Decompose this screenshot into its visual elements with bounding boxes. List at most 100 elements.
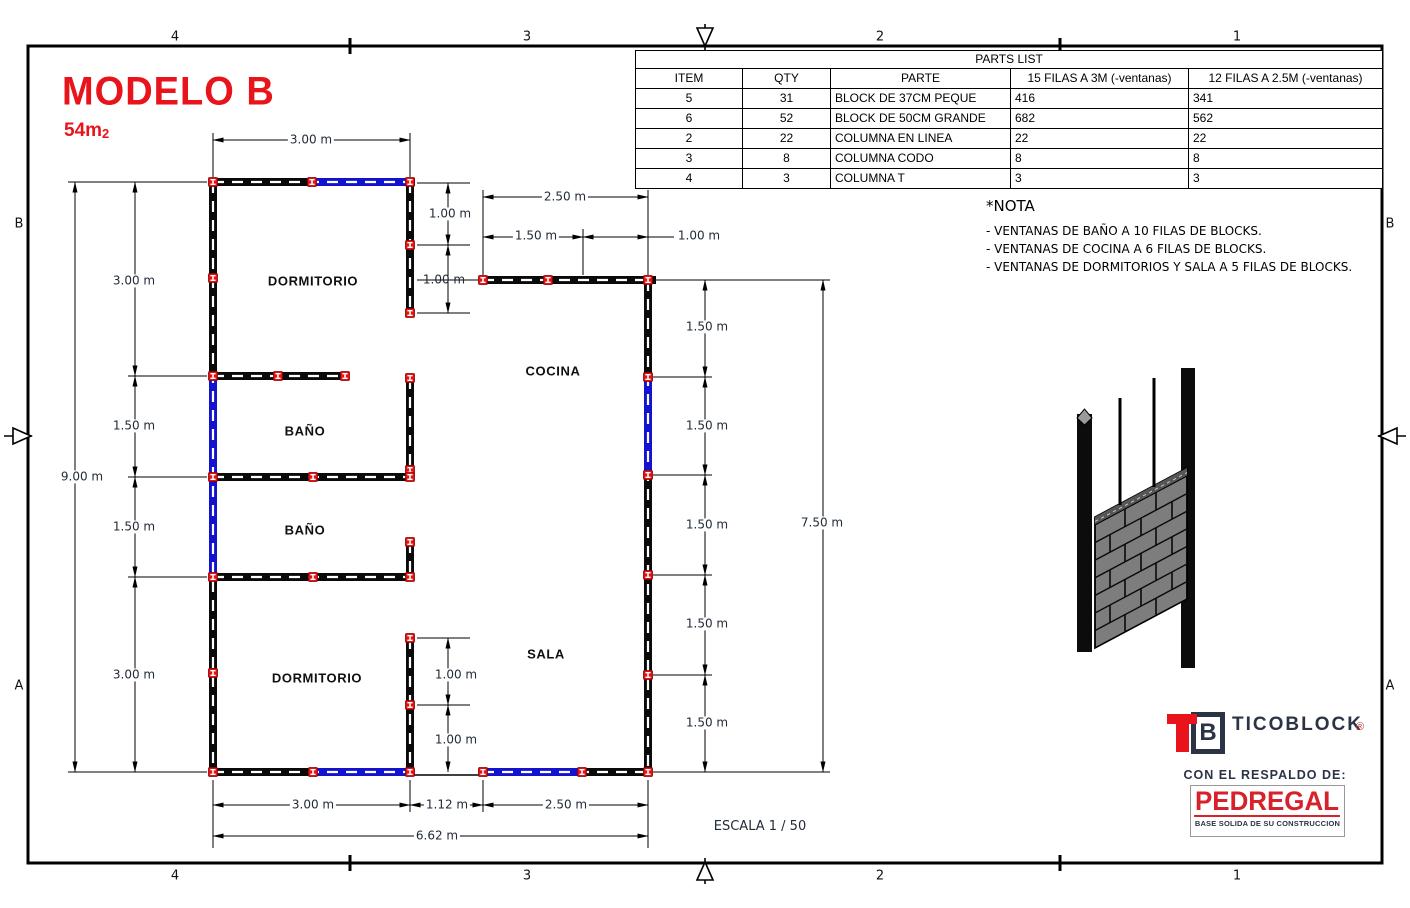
row-letter-right-b: B <box>1385 216 1395 232</box>
parts-list-title: PARTS LIST <box>635 50 1383 69</box>
registered-mark: ® <box>1356 721 1365 733</box>
parts-list-header-row: ITEM QTY PARTE 15 FILAS A 3M (-ventanas)… <box>635 68 1383 89</box>
cell-parte: COLUMNA CODO <box>830 148 1011 169</box>
row-letter-right-a: A <box>1385 678 1395 694</box>
cell-parte: BLOCK DE 37CM PEQUE <box>830 88 1011 109</box>
cell-item: 5 <box>635 88 743 109</box>
extension-lines <box>68 133 830 848</box>
dim-left-total: 9.00 m <box>58 469 106 484</box>
ticoblock-logo-t-bar <box>1167 714 1197 724</box>
scale-label: ESCALA 1 / 50 <box>713 818 807 834</box>
center-arrow-top <box>695 24 715 50</box>
dim-right-seg4: 1.50 m <box>683 616 731 631</box>
ticoblock-wordmark: TICOBLOCK <box>1232 714 1363 735</box>
table-row: 2 22 COLUMNA EN LINEA 22 22 <box>635 128 1383 149</box>
zone-number-bottom-4: 4 <box>170 868 180 884</box>
cell-parte: COLUMNA T <box>830 168 1011 189</box>
dim-left-seg1: 3.00 m <box>110 273 158 288</box>
dim-left-seg4: 3.00 m <box>110 667 158 682</box>
cell-qty: 31 <box>742 88 831 109</box>
center-arrow-right <box>1377 426 1406 446</box>
col-header-item: ITEM <box>635 68 743 89</box>
cell-item: 2 <box>635 128 743 149</box>
cell-12filas: 8 <box>1188 148 1383 169</box>
cell-item: 3 <box>635 148 743 169</box>
cell-15filas: 8 <box>1010 148 1189 169</box>
row-letter-left-b: B <box>14 216 24 232</box>
room-label-cocina: COCINA <box>525 363 581 379</box>
dim-right-seg1: 1.50 m <box>683 319 731 334</box>
nota-line: - VENTANAS DE COCINA A 6 FILAS DE BLOCKS… <box>986 242 1267 256</box>
zone-number-bottom-3: 3 <box>522 868 532 884</box>
ticoblock-logo-b: B <box>1199 719 1217 746</box>
col-header-parte: PARTE <box>830 68 1011 89</box>
zone-number-top-2: 2 <box>875 29 885 45</box>
nota-heading: *NOTA <box>986 197 1035 215</box>
area-superscript: 2 <box>102 126 110 141</box>
frame-border <box>4 24 1406 884</box>
cell-qty: 8 <box>742 148 831 169</box>
col-header-12filas: 12 FILAS A 2.5M (-ventanas) <box>1188 68 1383 89</box>
cell-15filas: 22 <box>1010 128 1189 149</box>
table-row: 6 52 BLOCK DE 50CM GRANDE 682 562 <box>635 108 1383 129</box>
dim-bottom-total: 6.62 m <box>413 828 461 843</box>
cell-12filas: 562 <box>1188 108 1383 129</box>
left-column-cap <box>1076 408 1093 426</box>
dim-right-total: 7.50 m <box>798 515 846 530</box>
dim-left-seg2: 1.50 m <box>110 418 158 433</box>
area-label: 54m2 <box>64 120 109 142</box>
dim-sala-seg2: 1.00 m <box>432 732 480 747</box>
room-label-sala: SALA <box>527 646 565 662</box>
zone-number-bottom-1: 1 <box>1232 868 1242 884</box>
cell-parte: BLOCK DE 50CM GRANDE <box>830 108 1011 129</box>
cell-12filas: 3 <box>1188 168 1383 189</box>
dim-left-seg3: 1.50 m <box>110 519 158 534</box>
room-label-dormitorio-1: DORMITORIO <box>267 273 359 289</box>
center-arrow-left <box>4 426 33 446</box>
col-header-15filas: 15 FILAS A 3M (-ventanas) <box>1010 68 1189 89</box>
dim-cocina-seg2: 1.00 m <box>675 228 723 243</box>
dim-cocina-total: 2.50 m <box>541 189 589 204</box>
zone-number-bottom-2: 2 <box>875 868 885 884</box>
nota-block: *NOTA - VENTANAS DE BAÑO A 10 FILAS DE B… <box>986 197 1352 276</box>
block-wall-3d <box>1076 368 1195 668</box>
dim-sala-seg1: 1.00 m <box>432 667 480 682</box>
left-column <box>1077 414 1092 652</box>
nota-line: - VENTANAS DE DORMITORIOS Y SALA A 5 FIL… <box>986 260 1353 274</box>
cell-item: 6 <box>635 108 743 129</box>
pedregal-logo: PEDREGAL BASE SOLIDA DE SU CONSTRUCCION <box>1190 785 1345 837</box>
room-label-bano-2: BAÑO <box>284 522 326 538</box>
respaldo-text: CON EL RESPALDO DE: <box>1183 768 1347 782</box>
area-value: 54m <box>64 120 103 141</box>
zone-number-top-4: 4 <box>170 29 180 45</box>
cell-qty: 22 <box>742 128 831 149</box>
room-label-dormitorio-2: DORMITORIO <box>271 670 363 686</box>
dim-top-width: 3.00 m <box>287 132 335 147</box>
dim-bottom-seg3: 2.50 m <box>542 797 590 812</box>
dim-right-seg2: 1.50 m <box>683 418 731 433</box>
cell-12filas: 341 <box>1188 88 1383 109</box>
table-row: 3 8 COLUMNA CODO 8 8 <box>635 148 1383 169</box>
row-letter-left-a: A <box>14 678 24 694</box>
cell-qty: 3 <box>742 168 831 189</box>
brick-wall-face <box>1094 466 1188 650</box>
nota-line: - VENTANAS DE BAÑO A 10 FILAS DE BLOCKS. <box>986 224 1262 238</box>
dim-bottom-seg2: 1.12 m <box>423 797 471 812</box>
cell-15filas: 3 <box>1010 168 1189 189</box>
dim-right-seg3: 1.50 m <box>683 517 731 532</box>
cell-12filas: 22 <box>1188 128 1383 149</box>
table-row: 5 31 BLOCK DE 37CM PEQUE 416 341 <box>635 88 1383 109</box>
zone-number-top-3: 3 <box>522 29 532 45</box>
dim-dorm1-seg1: 1.00 m <box>426 206 474 221</box>
parts-list-table: PARTS LIST ITEM QTY PARTE 15 FILAS A 3M … <box>635 50 1383 189</box>
dim-right-seg5: 1.50 m <box>683 715 731 730</box>
cell-parte: COLUMNA EN LINEA <box>830 128 1011 149</box>
zone-number-top-1: 1 <box>1232 29 1242 45</box>
col-header-qty: QTY <box>742 68 831 89</box>
cell-qty: 52 <box>742 108 831 129</box>
page-title: MODELO B <box>62 70 275 115</box>
dim-bottom-seg1: 3.00 m <box>289 797 337 812</box>
table-row: 4 3 COLUMNA T 3 3 <box>635 168 1383 189</box>
